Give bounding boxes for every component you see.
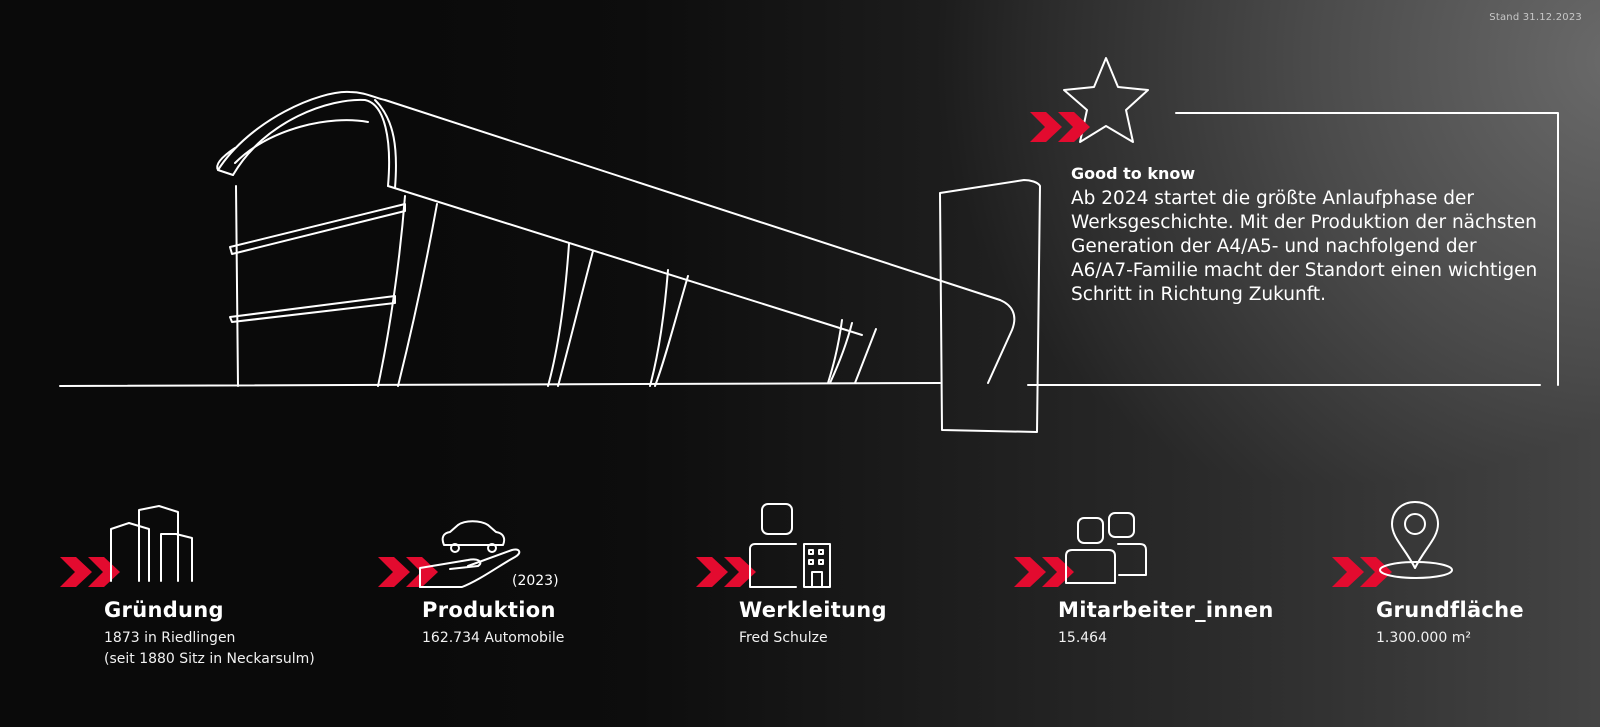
good-to-know-box: Good to know Ab 2024 startet die größte …: [1071, 164, 1541, 307]
people-icon: [1065, 512, 1147, 584]
good-to-know-body: Ab 2024 startet die größte Anlaufphase d…: [1071, 188, 1538, 305]
fact-plant-management: Werkleitung Fred Schulze: [739, 598, 887, 649]
fact-title: Werkleitung: [739, 598, 887, 622]
hand-car-icon: [419, 520, 521, 588]
info-box-frame: [1175, 112, 1559, 386]
fact-title: Grundfläche: [1376, 598, 1524, 622]
fact-value: 1873 in Riedlingen: [104, 630, 236, 646]
fact-value: 1.300.000 m²: [1376, 630, 1471, 646]
buildings-icon: [110, 505, 193, 582]
star-icon: [1063, 57, 1149, 143]
good-to-know-title: Good to know: [1071, 164, 1196, 183]
fact-production: Produktion 162.734 Automobile: [422, 598, 564, 649]
fact-value: 162.734 Automobile: [422, 630, 565, 646]
fact-area: Grundfläche 1.300.000 m²: [1376, 598, 1524, 649]
fact-value: Fred Schulze: [739, 630, 828, 646]
fact-value-secondary: (seit 1880 Sitz in Neckarsulm): [104, 651, 315, 667]
fact-employees: Mitarbeiter_innen 15.464: [1058, 598, 1274, 649]
fact-value: 15.464: [1058, 630, 1107, 646]
fact-title: Produktion: [422, 598, 556, 622]
production-year-note: (2023): [512, 573, 559, 589]
sign-pillar: [939, 179, 1041, 433]
fact-title: Mitarbeiter_innen: [1058, 598, 1274, 622]
fact-title: Gründung: [104, 598, 224, 622]
manager-building-icon: [749, 503, 831, 588]
fact-founding: Gründung 1873 in Riedlingen (seit 1880 S…: [104, 598, 315, 670]
building-illustration: [59, 90, 1541, 387]
stand-date: Stand 31.12.2023: [1489, 12, 1582, 23]
location-pin-icon: [1379, 501, 1453, 579]
